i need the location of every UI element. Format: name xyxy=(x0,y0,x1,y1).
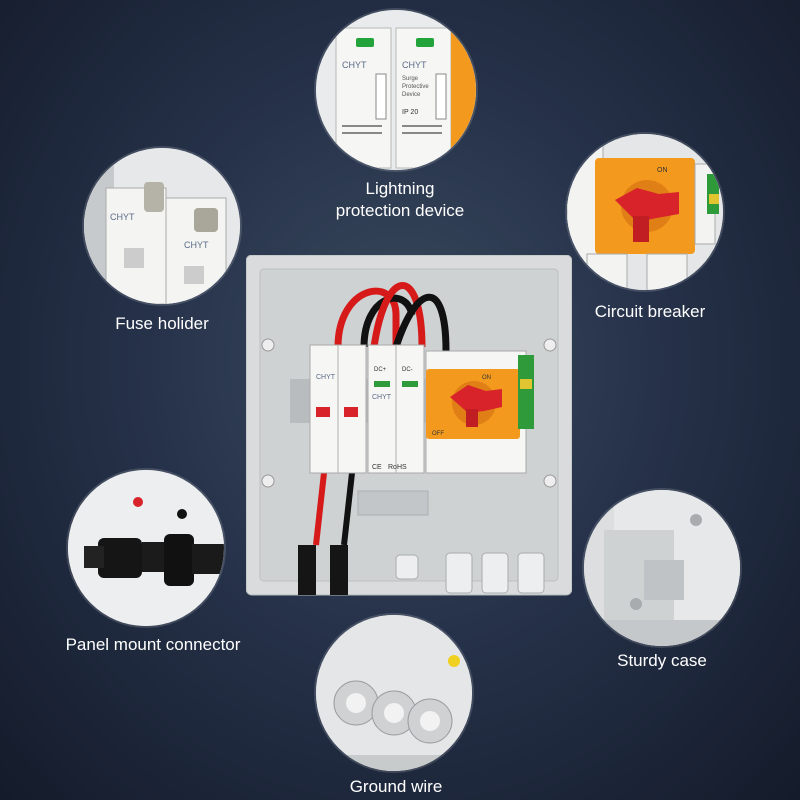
main-switch-off: OFF xyxy=(432,431,444,437)
main-spd-brand: CHYT xyxy=(372,394,392,401)
sturdy-case-photo xyxy=(584,490,740,646)
main-rohs: RoHS xyxy=(388,464,407,471)
ground-label: Ground wire xyxy=(349,777,443,796)
case-label: Sturdy case xyxy=(617,651,707,670)
fuse-brand-left: CHYT xyxy=(110,212,135,222)
fuse-brand-right: CHYT xyxy=(184,240,209,250)
lightning-label-line1: Lightning xyxy=(365,179,435,198)
spd-brand-left: CHYT xyxy=(342,60,367,70)
main-switch-on: ON xyxy=(482,375,491,381)
spd-text-3: Device xyxy=(402,92,421,98)
connector-label: Panel mount connector xyxy=(65,635,241,654)
ground-wire-photo xyxy=(316,615,472,771)
spd-ip: IP 20 xyxy=(402,109,418,116)
main-ce-mark: CE xyxy=(372,464,382,471)
breaker-on-text: ON xyxy=(657,167,668,174)
lightning-label-line2: protection device xyxy=(335,201,465,220)
lightning-protection-device-photo: CHYT CHYT Surge Protective Device IP 20 xyxy=(316,10,476,170)
panel-connector-photo xyxy=(68,470,224,626)
main-dc-plus: DC+ xyxy=(374,367,387,373)
breaker-label: Circuit breaker xyxy=(594,302,706,321)
main-fuse-brand: CHYT xyxy=(316,374,336,381)
fuse-label: Fuse holider xyxy=(115,314,209,333)
circuit-breaker-photo: ON xyxy=(567,134,723,290)
combiner-box-photo: CHYT CHYT CE RoHS DC+ DC- ON OFF xyxy=(245,254,573,625)
spd-brand-right: CHYT xyxy=(402,60,427,70)
main-dc-minus: DC- xyxy=(402,367,413,373)
fuse-holder-photo: CHYT CHYT xyxy=(84,148,240,304)
spd-text-1: Surge xyxy=(402,76,419,82)
spd-text-2: Protective xyxy=(402,84,429,90)
